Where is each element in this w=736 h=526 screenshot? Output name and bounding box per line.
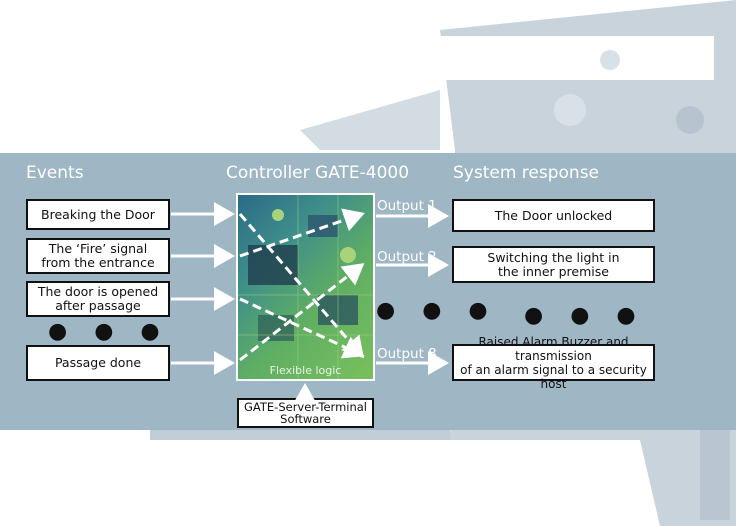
software-box: GATE-Server-Terminal Software <box>237 398 374 428</box>
controller-header: Controller GATE-4000 <box>226 163 410 183</box>
events-header: Events <box>26 163 84 183</box>
outputs-ellipsis: ● ● ● <box>376 298 498 323</box>
response-box: The Door unlocked <box>452 199 655 232</box>
output-label: Output 2 <box>377 249 437 265</box>
controller-label: Flexible logic <box>269 364 342 377</box>
output-label: Output 8 <box>377 346 437 362</box>
event-label: Breaking the Door <box>41 206 155 222</box>
event-box: The ‘Fire’ signal from the entrance <box>26 238 170 274</box>
responses-ellipsis: ● ● ● <box>524 303 646 328</box>
controller-board-image <box>236 193 375 381</box>
response-box: Switching the light in the inner premise <box>452 246 655 283</box>
events-ellipsis: ● ● ● <box>48 319 170 344</box>
response-box: Raised Alarm Buzzer and transmission of … <box>452 335 655 391</box>
response-label: Raised Alarm Buzzer and transmission of … <box>460 334 647 391</box>
event-label: The door is opened after passage <box>37 284 159 313</box>
event-box: Breaking the Door <box>26 199 170 230</box>
response-header: System response <box>453 163 600 183</box>
output-label: Output 1 <box>377 198 437 214</box>
event-label: Passage done <box>54 355 142 370</box>
event-label: The ‘Fire’ signal from the entrance <box>41 241 155 270</box>
response-label: Switching the light in the inner premise <box>487 249 620 279</box>
event-box: The door is opened after passage <box>26 281 170 317</box>
response-label: The Door unlocked <box>494 207 613 223</box>
circuit-board-icon <box>238 195 373 379</box>
event-box: Passage done <box>26 345 170 381</box>
software-label: GATE-Server-Terminal Software <box>244 400 367 426</box>
